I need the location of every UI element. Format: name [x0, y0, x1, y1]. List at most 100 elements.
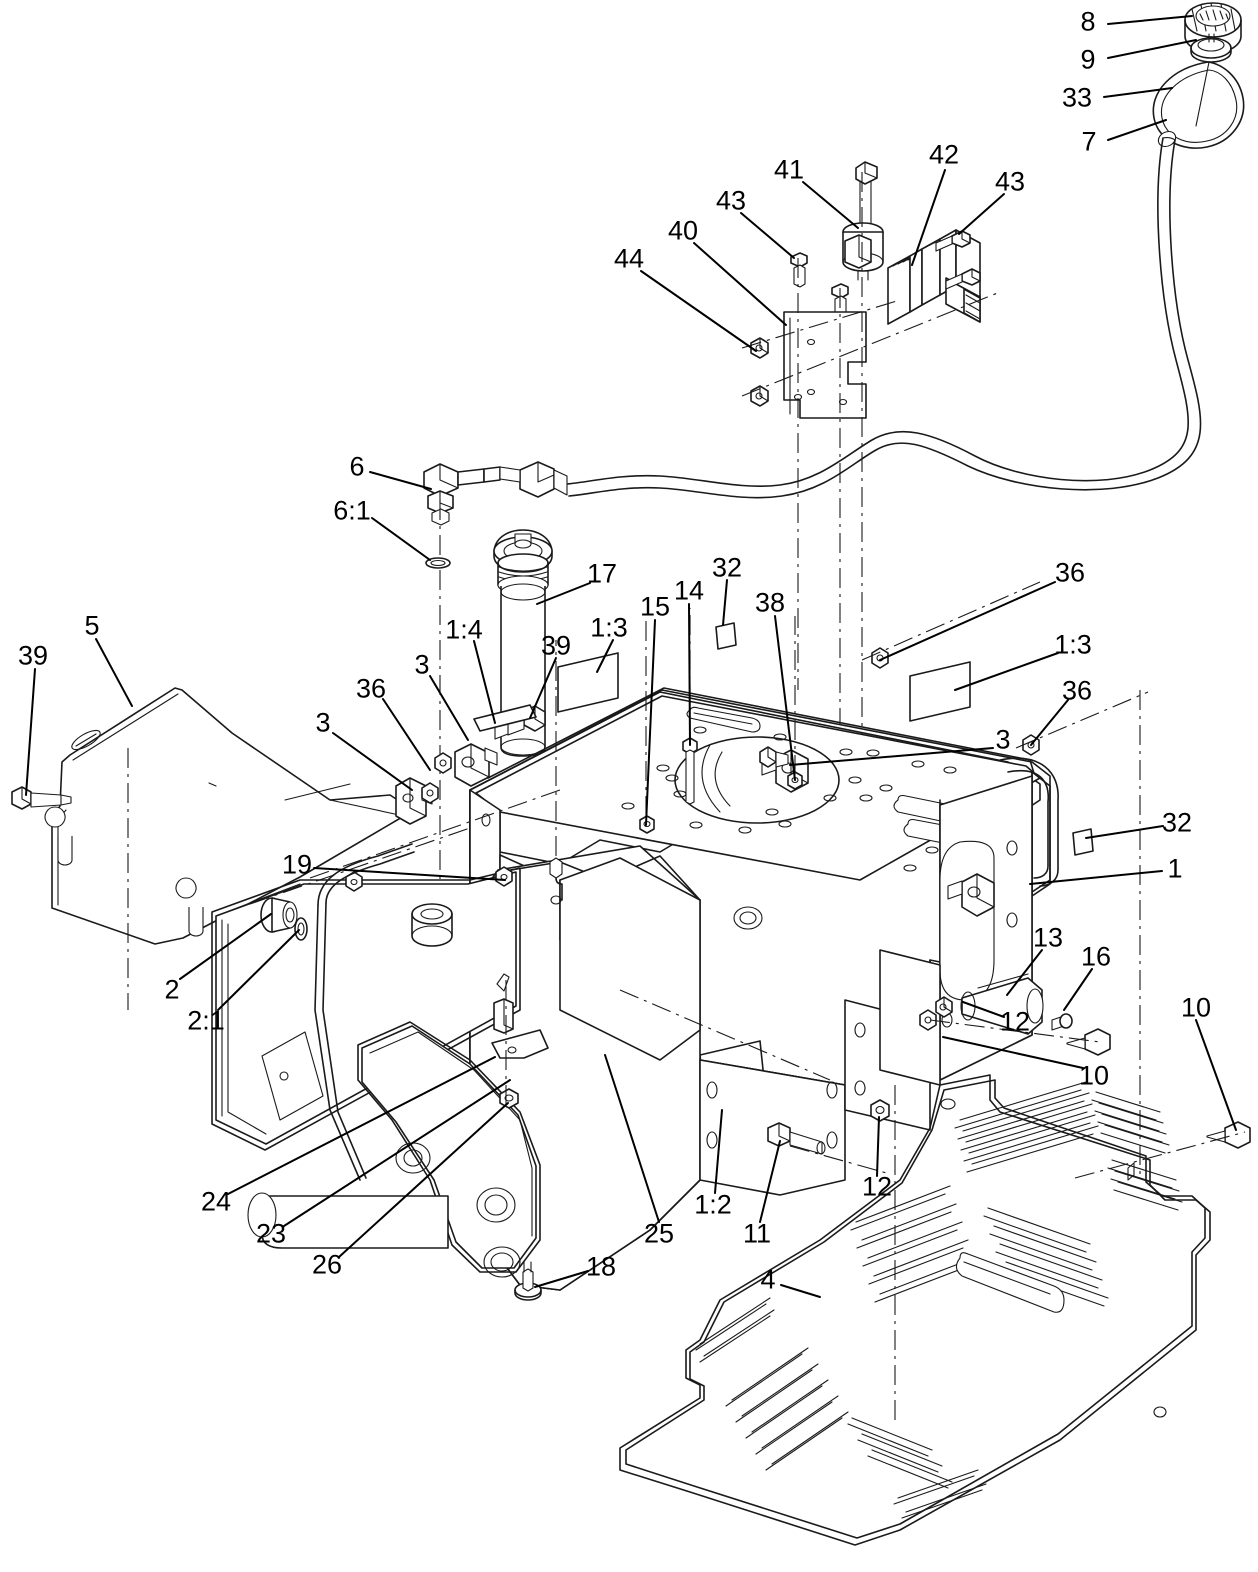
leader-32	[722, 579, 728, 626]
leader-11	[759, 1140, 781, 1223]
leader-10	[942, 1036, 1084, 1069]
callout-leader-lines	[25, 15, 1237, 1298]
leader-7	[1107, 119, 1167, 141]
leader-23	[283, 1079, 511, 1227]
callout-40: 40	[667, 215, 699, 246]
callout-18: 18	[585, 1251, 617, 1282]
part-32-decal-right	[1072, 828, 1094, 856]
footrest-slots-middle	[850, 1185, 1109, 1307]
leader-10	[1195, 1019, 1237, 1131]
part-10-bolt-b	[1206, 1121, 1251, 1149]
leader-43	[740, 212, 795, 259]
axis-36-c	[861, 581, 1041, 661]
leader-26	[338, 1102, 509, 1258]
callout-36: 36	[1061, 675, 1093, 706]
callout-5: 5	[84, 610, 100, 641]
callout-24: 24	[200, 1186, 232, 1217]
callout-3: 3	[414, 649, 430, 680]
axis-44-upper	[741, 299, 901, 349]
callout-43: 43	[715, 185, 747, 216]
fuel-tank	[211, 867, 521, 1151]
leader-33	[1103, 87, 1173, 98]
part-6-elbow-fitting	[423, 463, 521, 526]
callout-7: 7	[1081, 126, 1097, 157]
callout-1-4: 1:4	[445, 614, 483, 645]
part-6-1-o-ring	[425, 557, 451, 569]
tank-support-rod	[314, 843, 415, 1181]
leader-39	[529, 657, 557, 719]
leader-16	[1063, 968, 1093, 1011]
callout-11: 11	[742, 1218, 772, 1249]
leader-40	[693, 242, 787, 326]
axis-44-lower	[741, 291, 1001, 397]
leader-6-1	[371, 517, 431, 561]
part-12-nut-c	[919, 1009, 937, 1031]
callout-44: 44	[613, 243, 645, 274]
part-1-main-frame	[469, 687, 1059, 1291]
leader-17	[536, 582, 591, 605]
callout-1-3: 1:3	[590, 612, 628, 643]
leader-44	[640, 270, 757, 352]
leader-2	[179, 913, 272, 980]
callout-39: 39	[540, 630, 572, 661]
part-19-nut-a	[495, 866, 513, 887]
callout-1-2: 1:2	[694, 1189, 732, 1220]
callout-41: 41	[773, 154, 805, 185]
leader-1-2	[714, 1109, 723, 1194]
part-32-decal-left	[715, 622, 737, 650]
leader-25	[604, 1054, 660, 1223]
callout-14: 14	[673, 575, 705, 606]
leader-6	[369, 471, 432, 490]
part-43-screw-lower	[945, 268, 981, 290]
leader-9	[1107, 39, 1197, 59]
axis-36-d	[1015, 691, 1149, 749]
callout-26: 26	[311, 1249, 343, 1280]
callout-2-1: 2:1	[187, 1005, 225, 1036]
callout-23: 23	[255, 1218, 287, 1249]
callout-1: 1	[1167, 853, 1183, 884]
leader-1-4	[473, 640, 496, 724]
callout-38: 38	[754, 587, 786, 618]
callout-16: 16	[1080, 941, 1112, 972]
part-44-nut-upper	[750, 337, 769, 359]
engine-mount-hardware	[759, 746, 789, 768]
callout-6: 6	[349, 451, 365, 482]
part-11-bolt	[767, 1122, 826, 1155]
callout-10: 10	[1078, 1060, 1110, 1091]
part-2-1-washer	[294, 917, 308, 941]
part-19-collar	[411, 903, 453, 947]
part-36-locknut-c	[871, 647, 889, 669]
part-3-clamp-d	[947, 873, 995, 917]
part-12-nut-a	[935, 996, 953, 1018]
callout-9: 9	[1080, 44, 1096, 75]
callout-43: 43	[994, 166, 1026, 197]
part-1-3-decal-right	[909, 661, 971, 722]
leader-36	[1030, 699, 1069, 746]
part-1-3-decal-left	[557, 652, 619, 713]
footrest-slots-lower	[695, 1297, 987, 1519]
callout-13: 13	[1032, 922, 1064, 953]
callout-12: 12	[999, 1006, 1031, 1037]
leader-3	[429, 675, 469, 741]
part-40-mounting-plate	[783, 311, 867, 419]
part-24-bushing	[493, 973, 514, 1034]
callout-36: 36	[355, 673, 387, 704]
part-12-nut-b	[870, 1099, 890, 1122]
part-2-grommet	[260, 897, 298, 933]
axis-2	[249, 827, 471, 905]
axis-11	[789, 1145, 891, 1175]
part-16-bolt	[1051, 1013, 1073, 1031]
callout-6-1: 6:1	[333, 495, 371, 526]
leader-13	[1006, 949, 1043, 996]
callout-1-3: 1:3	[1054, 629, 1092, 660]
callout-25: 25	[643, 1218, 675, 1249]
callout-4: 4	[760, 1264, 776, 1295]
part-19-nut-b	[345, 871, 363, 892]
callout-36: 36	[1054, 557, 1086, 588]
part-13-spacer-tube	[960, 973, 1044, 1035]
callout-19: 19	[281, 849, 313, 880]
leader-12	[876, 1116, 880, 1177]
part-4-footrest-plate	[619, 1074, 1211, 1546]
callout-33: 33	[1061, 82, 1093, 113]
hose-end-fitting	[519, 461, 568, 498]
